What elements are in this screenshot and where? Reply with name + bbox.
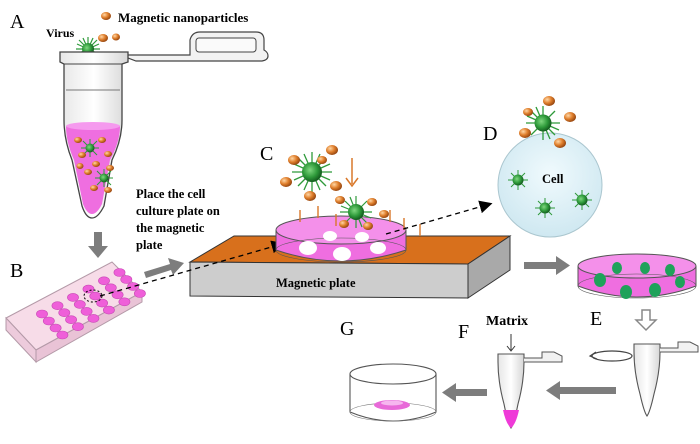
well: [89, 291, 102, 301]
bead: [323, 231, 337, 241]
virus-label: Virus: [46, 26, 75, 40]
magnetic-nanoparticles-label: Magnetic nanoparticles: [118, 10, 248, 25]
panel-label-b: B: [10, 260, 23, 282]
well: [98, 276, 110, 286]
panel-a: A Virus Magnetic nanoparticles: [10, 10, 269, 219]
well: [42, 316, 55, 326]
nanoparticle-cluster: [74, 137, 114, 193]
nanoparticle-cluster: [280, 145, 342, 201]
arrow-e-to-f: [546, 381, 616, 400]
nanoparticle-icon: [101, 12, 111, 20]
well: [127, 282, 140, 291]
bead: [299, 241, 317, 255]
bead: [333, 247, 351, 261]
virus-icon: [572, 190, 592, 210]
down-arrow-icon: [345, 158, 359, 188]
nanoparticle-icon: [112, 33, 120, 41]
well: [103, 305, 115, 315]
instruction-line-2: culture plate on: [136, 204, 220, 218]
instruction-line-3: the magnetic: [136, 221, 205, 235]
bead: [355, 232, 369, 242]
panel-d: D Cell: [483, 96, 603, 238]
well: [36, 309, 48, 319]
well-grid: [36, 268, 146, 340]
nanoparticle-icon: [98, 34, 108, 42]
cell-dots: [594, 262, 685, 299]
instruction-text: Place the cell culture plate on the magn…: [136, 187, 220, 252]
arrow-a-to-b: [88, 232, 108, 258]
virus-icon: [526, 106, 560, 140]
panel-e: E: [588, 308, 699, 417]
well: [51, 301, 64, 311]
falling-lines: [299, 206, 421, 236]
rotation-icon: [588, 350, 633, 362]
hollow-down-arrow-icon: [634, 309, 658, 332]
culture-dish: [275, 215, 407, 263]
well: [120, 275, 133, 284]
panel-label-f: F: [458, 321, 469, 343]
arrow-plate-to-dish: [524, 256, 570, 275]
well: [72, 322, 84, 332]
well: [80, 307, 93, 316]
well: [104, 283, 117, 293]
well: [82, 284, 95, 294]
matrix-label: Matrix: [486, 314, 528, 329]
well: [49, 323, 62, 333]
centrifuge-tube-e: [633, 343, 661, 417]
well: [111, 290, 124, 300]
virus-icon: [508, 170, 528, 190]
virus-icon: [81, 139, 99, 157]
matrix-liquid: [503, 410, 519, 428]
well: [56, 330, 69, 340]
arrow-f-to-g: [442, 383, 487, 402]
panel-label-d: D: [483, 123, 497, 145]
panel-f: F Matrix: [458, 314, 563, 429]
panel-label-c: C: [260, 143, 273, 165]
dashed-arrow-to-cell: [385, 200, 493, 235]
well: [87, 314, 100, 323]
well: [65, 315, 77, 325]
nanoparticle-cluster: [335, 196, 389, 230]
well: [118, 297, 131, 307]
cell-circle: [497, 132, 603, 238]
bead: [370, 242, 386, 254]
instruction-line-4: plate: [136, 238, 163, 252]
panel-g: G: [340, 318, 437, 422]
virus-icon: [535, 198, 555, 218]
virus-icon: [292, 152, 332, 192]
result-dish: [577, 253, 697, 299]
arrow-b-to-plate: [144, 258, 184, 278]
instruction-line-1: Place the cell: [136, 187, 206, 201]
panel-label-a: A: [10, 11, 25, 33]
nanoparticle-cluster: [519, 96, 576, 148]
virus-icon: [340, 196, 372, 228]
dashed-arrow-well-to-dish: [99, 240, 285, 297]
well: [113, 268, 126, 277]
well: [133, 289, 146, 298]
well: [96, 298, 108, 308]
magnetic-plate-label: Magnetic plate: [276, 276, 356, 290]
well: [58, 308, 71, 318]
cell-label: Cell: [542, 172, 564, 186]
panel-c: C: [260, 143, 421, 263]
gel-dish: [349, 363, 437, 422]
magnetic-plate: Magnetic plate: [188, 235, 512, 299]
down-arrow-icon: [506, 334, 516, 352]
virus-icon: [95, 169, 113, 187]
panel-label-e: E: [590, 308, 602, 330]
panel-b: B: [5, 260, 146, 364]
well: [67, 293, 79, 302]
panel-label-g: G: [340, 318, 354, 340]
well: [73, 300, 86, 309]
tube-liquid: [66, 126, 120, 214]
